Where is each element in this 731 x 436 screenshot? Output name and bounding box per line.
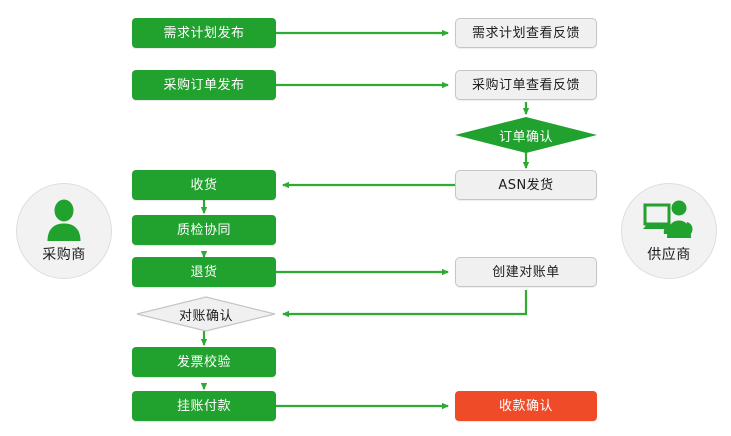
node-quality-collab-label: 质检协同	[176, 222, 231, 238]
node-pending-payment[interactable]: 挂账付款	[132, 391, 276, 421]
node-create-statement-label: 创建对账单	[492, 264, 560, 280]
node-po-feedback-label: 采购订单查看反馈	[471, 77, 580, 93]
edge-create-statement-to-statement-confirm	[282, 290, 528, 318]
node-receipt-confirm-label: 收款确认	[498, 398, 553, 414]
node-demand-plan-feedback[interactable]: 需求计划查看反馈	[455, 18, 597, 48]
node-po-publish-label: 采购订单发布	[163, 77, 245, 93]
node-demand-plan-publish-label: 需求计划发布	[163, 25, 245, 41]
actor-supplier: 供应商	[621, 183, 717, 279]
node-demand-plan-feedback-label: 需求计划查看反馈	[471, 25, 580, 41]
node-return-goods-label: 退货	[190, 264, 218, 280]
actor-supplier-label: 供应商	[647, 246, 691, 263]
node-invoice-check-label: 发票校验	[176, 354, 231, 370]
node-receive-goods[interactable]: 收货	[132, 170, 276, 200]
node-po-feedback[interactable]: 采购订单查看反馈	[455, 70, 597, 100]
person-with-monitor-icon	[643, 199, 695, 243]
node-pending-payment-label: 挂账付款	[176, 398, 231, 414]
node-demand-plan-publish[interactable]: 需求计划发布	[132, 18, 276, 48]
actor-buyer: 采购商	[16, 183, 112, 279]
node-order-confirm-label: 订单确认	[498, 129, 553, 145]
node-asn-ship-label: ASN发货	[498, 177, 554, 193]
person-icon	[44, 199, 84, 243]
actor-buyer-label: 采购商	[42, 246, 86, 263]
node-po-publish[interactable]: 采购订单发布	[132, 70, 276, 100]
node-asn-ship[interactable]: ASN发货	[455, 170, 597, 200]
node-order-confirm[interactable]: 订单确认	[455, 117, 597, 153]
node-statement-confirm[interactable]: 对账确认	[136, 296, 276, 332]
node-return-goods[interactable]: 退货	[132, 257, 276, 287]
node-receipt-confirm[interactable]: 收款确认	[455, 391, 597, 421]
node-create-statement[interactable]: 创建对账单	[455, 257, 597, 287]
node-statement-confirm-label: 对账确认	[178, 308, 233, 324]
node-invoice-check[interactable]: 发票校验	[132, 347, 276, 377]
node-receive-goods-label: 收货	[190, 177, 218, 193]
node-quality-collab[interactable]: 质检协同	[132, 215, 276, 245]
